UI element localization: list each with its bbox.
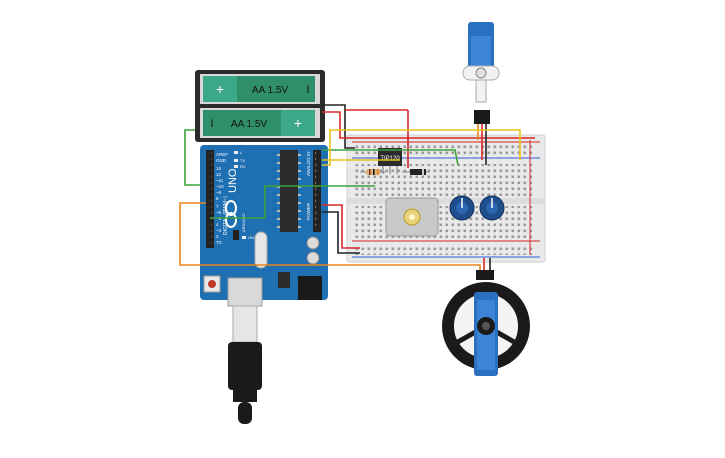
svg-text:~3: ~3: [216, 228, 222, 233]
svg-text:2: 2: [216, 234, 219, 239]
resistor[interactable]: [360, 169, 386, 175]
svg-text:8: 8: [216, 196, 219, 201]
gnd-label: GND: [216, 158, 227, 163]
servo-connector: [474, 110, 490, 124]
wheel-servo-connector: [476, 270, 494, 280]
on-led: [242, 236, 246, 239]
wire-5v: [322, 204, 360, 249]
wires[interactable]: [179, 104, 535, 275]
capacitor: [306, 251, 320, 265]
potentiometer-1[interactable]: [449, 195, 475, 221]
svg-text:~6: ~6: [216, 210, 222, 215]
battery-top-minus: I: [306, 84, 309, 96]
svg-text:~9: ~9: [216, 190, 222, 195]
svg-text:RX: RX: [240, 164, 246, 169]
voltage-regulator: [278, 272, 290, 288]
svg-text:~10: ~10: [216, 184, 224, 189]
board-model-label: UNO: [227, 168, 239, 193]
icsp-header: [233, 230, 239, 240]
reset-button-cap[interactable]: [208, 280, 216, 288]
capacitor: [306, 236, 320, 250]
svg-text:4: 4: [216, 222, 219, 227]
barrel-jack: [298, 276, 322, 300]
svg-text:L: L: [240, 150, 243, 155]
diode[interactable]: [402, 169, 430, 175]
battery-top-label: AA 1.5V: [252, 85, 288, 96]
battery-top-plus: +: [216, 81, 224, 97]
battery-bottom-label: AA 1.5V: [231, 119, 267, 130]
status-leds: L TX RX: [234, 150, 246, 169]
wire-green-pin: [322, 149, 459, 166]
svg-text:13: 13: [216, 166, 222, 171]
arduino-logo: ARDUINO: [225, 200, 246, 232]
wire-green-signal: [210, 185, 375, 219]
usb-cable[interactable]: [228, 305, 262, 424]
battery-bottom-minus: I: [210, 118, 213, 130]
potentiometer-2[interactable]: [479, 195, 505, 221]
breadboard[interactable]: [346, 134, 546, 263]
wire-battery-positive: [322, 111, 535, 139]
digital-label: DIGITAL (PWM~): [223, 196, 229, 235]
top-servo[interactable]: [462, 22, 500, 124]
svg-text:ON: ON: [248, 235, 254, 240]
dc-motor[interactable]: [385, 197, 439, 237]
arduino-brand: ARDUINO: [241, 214, 246, 232]
usb-port: [227, 277, 263, 307]
wire-orange-servo: [179, 202, 481, 275]
wire-green-battery: [184, 129, 200, 186]
wire-gnd: [322, 211, 360, 254]
svg-text:TX: TX: [240, 158, 245, 163]
transistor-label: TIP120: [380, 156, 400, 162]
wheel-servo[interactable]: [442, 270, 530, 376]
crystal: [254, 231, 268, 269]
battery-pack[interactable]: + AA 1.5V I I AA 1.5V +: [195, 70, 325, 142]
digital-header-pins: [208, 152, 212, 246]
svg-text:12: 12: [216, 172, 222, 177]
wire-battery-negative: [322, 104, 355, 149]
atmega-chip: [280, 150, 298, 232]
wire-yellow-servo: [322, 129, 521, 166]
svg-text:~11: ~11: [216, 178, 224, 183]
svg-text:7: 7: [216, 204, 219, 209]
battery-bottom-plus: +: [294, 115, 302, 131]
power-label: POWER: [306, 202, 311, 220]
aref-label: AREF: [216, 152, 228, 157]
analog-label: ANALOG IN: [306, 151, 311, 176]
tip120-transistor[interactable]: TIP120: [378, 148, 402, 174]
tx-label: TX: [216, 240, 222, 245]
